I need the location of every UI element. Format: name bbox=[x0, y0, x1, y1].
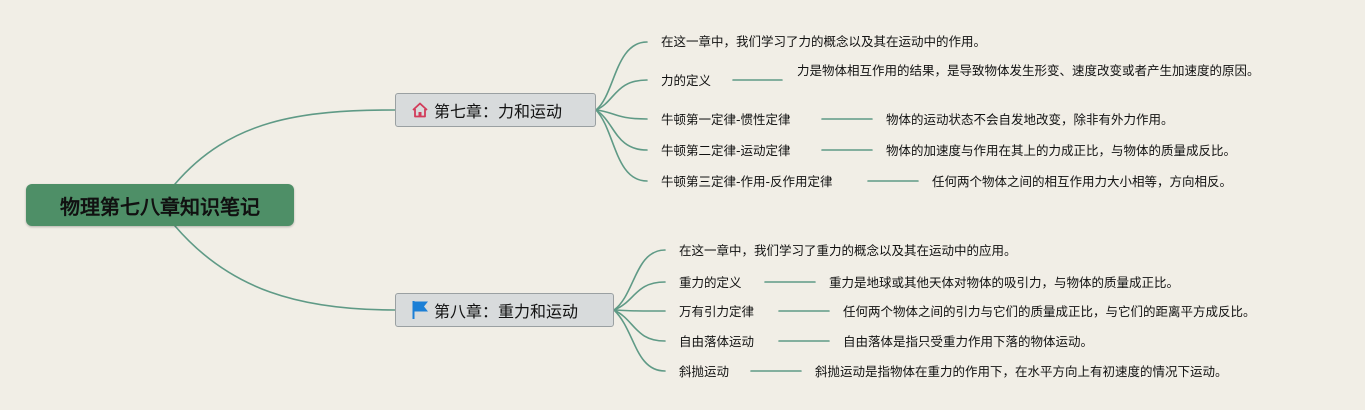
link-ch7-item4 bbox=[595, 109, 648, 182]
chapter7-item1-desc: 力是物体相互作用的结果，是导致物体发生形变、速度改变或者产生加速度的原因。 bbox=[797, 63, 1260, 78]
link-ch7-item3 bbox=[595, 109, 648, 151]
chapter7-item2-desc: 物体的运动状态不会自发地改变，除非有外力作用。 bbox=[886, 112, 1174, 127]
link-ch8-item2 bbox=[613, 309, 666, 312]
link-root-ch8 bbox=[174, 225, 396, 311]
chapter8-topic[interactable]: 第八章：重力和运动 bbox=[395, 293, 614, 327]
chapter7-item3-desc: 物体的加速度与作用在其上的力成正比，与物体的质量成反比。 bbox=[886, 143, 1237, 158]
chapter7-item2-label: 牛顿第一定律-惯性定律 bbox=[661, 112, 791, 127]
chapter8-item1-label: 重力的定义 bbox=[679, 275, 742, 290]
chapter7-topic[interactable]: 第七章：力和运动 bbox=[395, 93, 596, 127]
flag-icon bbox=[410, 300, 430, 320]
chapter8-title: 第八章：重力和运动 bbox=[434, 302, 579, 321]
chapter7-intro: 在这一章中，我们学习了力的概念以及其在运动中的作用。 bbox=[661, 34, 987, 49]
link-ch8-item4 bbox=[613, 309, 666, 372]
chapter8-item3-label: 自由落体运动 bbox=[679, 334, 755, 349]
chapter8-item2-desc: 任何两个物体之间的引力与它们的质量成正比，与它们的距离平方成反比。 bbox=[843, 304, 1256, 319]
link-ch8-item3 bbox=[613, 309, 666, 342]
link-ch7-item2 bbox=[595, 109, 648, 120]
link-root-ch7 bbox=[174, 109, 396, 185]
link-ch8-intro bbox=[613, 249, 666, 311]
chapter7-item4-desc: 任何两个物体之间的相互作用力大小相等，方向相反。 bbox=[932, 174, 1233, 189]
link-ch7-item1 bbox=[595, 79, 648, 111]
root-title: 物理第七八章知识笔记 bbox=[60, 194, 260, 219]
chapter7-item3-label: 牛顿第二定律-运动定律 bbox=[661, 143, 791, 158]
house-icon bbox=[410, 100, 430, 120]
chapter8-item3-desc: 自由落体是指只受重力作用下落的物体运动。 bbox=[843, 334, 1094, 349]
chapter8-item4-desc: 斜抛运动是指物体在重力的作用下，在水平方向上有初速度的情况下运动。 bbox=[815, 364, 1228, 379]
link-ch8-item1 bbox=[613, 281, 666, 311]
chapter8-item1-desc: 重力是地球或其他天体对物体的吸引力，与物体的质量成正比。 bbox=[829, 275, 1180, 290]
chapter7-item4-label: 牛顿第三定律-作用-反作用定律 bbox=[661, 174, 833, 189]
chapter7-item1-label: 力的定义 bbox=[661, 73, 712, 88]
root-topic[interactable]: 物理第七八章知识笔记 bbox=[26, 184, 294, 226]
chapter8-item2-label: 万有引力定律 bbox=[679, 304, 755, 319]
chapter8-intro: 在这一章中，我们学习了重力的概念以及其在运动中的应用。 bbox=[679, 243, 1017, 258]
link-ch7-intro bbox=[595, 41, 648, 111]
chapter8-item4-label: 斜抛运动 bbox=[679, 364, 730, 379]
chapter7-title: 第七章：力和运动 bbox=[434, 102, 563, 121]
